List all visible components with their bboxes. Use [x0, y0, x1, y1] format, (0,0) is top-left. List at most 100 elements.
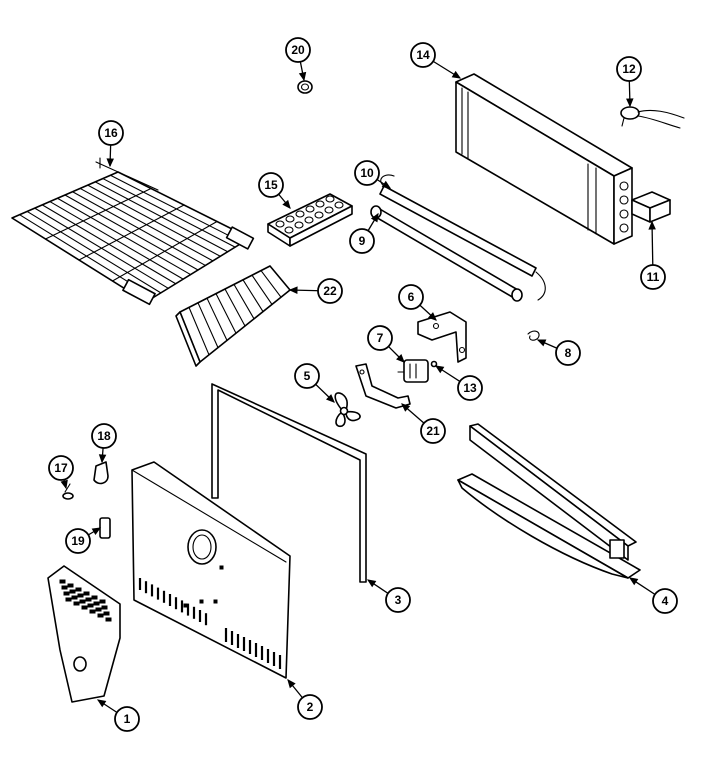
callout-circle-20 [285, 37, 311, 63]
callout-circle-1 [114, 706, 140, 732]
callout-number-18: 18 [97, 429, 111, 443]
part-18-lamp [93, 461, 109, 485]
callout-circle-5 [294, 363, 320, 389]
callout-number-6: 6 [408, 290, 415, 304]
callout-1: 1 [96, 699, 140, 732]
callout-number-11: 11 [647, 270, 660, 284]
callout-9: 9 [349, 212, 379, 254]
callout-number-5: 5 [304, 369, 311, 383]
callout-arrowhead-14 [451, 70, 462, 79]
callout-number-15: 15 [264, 178, 278, 192]
callout-number-22: 22 [323, 284, 337, 298]
callout-11: 11 [640, 220, 666, 290]
callout-circle-3 [385, 587, 411, 613]
callout-arrowhead-16 [106, 158, 114, 168]
callout-7: 7 [367, 325, 405, 363]
callout-number-4: 4 [662, 594, 669, 608]
callout-arrowhead-13 [434, 365, 445, 374]
callout-number-10: 10 [360, 166, 374, 180]
callout-14: 14 [410, 42, 462, 79]
callout-circle-22 [317, 278, 343, 304]
part-8-clip [527, 330, 540, 341]
callout-number-14: 14 [416, 48, 430, 62]
callout-arrowhead-3 [366, 579, 377, 588]
callout-arrowhead-12 [626, 98, 634, 108]
callout-number-12: 12 [622, 62, 636, 76]
callout-10: 10 [354, 160, 392, 189]
callout-arrowhead-18 [98, 454, 107, 464]
part-13-screw [430, 360, 438, 368]
callout-arrowhead-6 [427, 312, 437, 321]
callout-circle-17 [48, 455, 74, 481]
part-15-ice-tray [267, 193, 353, 247]
callout-circle-2 [297, 694, 323, 720]
callout-circle-16 [98, 120, 124, 146]
callout-circle-10 [354, 160, 380, 186]
callout-arrowhead-17 [60, 479, 68, 490]
part-21-motor-bracket [355, 363, 411, 409]
callout-arrowhead-4 [628, 577, 639, 586]
part-22-baffle [175, 265, 291, 367]
callout-arrowhead-9 [370, 212, 379, 223]
callout-arrowhead-5 [325, 394, 335, 403]
callout-2: 2 [287, 679, 323, 720]
callout-15: 15 [258, 172, 291, 209]
callout-arrowhead-19 [91, 527, 102, 536]
callout-arrowhead-20 [298, 71, 307, 82]
callout-17: 17 [48, 455, 74, 490]
part-20-nut [297, 80, 313, 94]
part-6-bracket [417, 311, 467, 363]
callout-5: 5 [294, 363, 335, 403]
callout-6: 6 [398, 284, 437, 321]
callout-circle-18 [91, 423, 117, 449]
callout-13: 13 [434, 365, 483, 401]
callout-arrowhead-11 [648, 220, 656, 230]
callout-number-13: 13 [463, 381, 477, 395]
callout-22: 22 [288, 278, 343, 304]
callout-number-7: 7 [377, 331, 384, 345]
callout-arrowhead-7 [396, 354, 405, 363]
callout-3: 3 [366, 579, 411, 613]
part-11-connector [631, 191, 671, 223]
callout-circle-14 [410, 42, 436, 68]
callout-number-3: 3 [395, 593, 402, 607]
callout-21: 21 [401, 403, 446, 444]
callout-number-19: 19 [71, 534, 85, 548]
part-7-fan-motor [397, 359, 429, 383]
callout-circle-8 [555, 340, 581, 366]
callout-number-16: 16 [104, 126, 118, 140]
part-1-control-housing [47, 565, 121, 703]
callout-circle-11 [640, 264, 666, 290]
part-5-fan-blade [334, 392, 361, 428]
part-14-evaporator [455, 73, 633, 245]
callout-number-20: 20 [291, 43, 305, 57]
callout-number-17: 17 [54, 461, 68, 475]
part-3-seal [211, 383, 367, 583]
callout-number-8: 8 [565, 346, 572, 360]
callout-16: 16 [98, 120, 124, 168]
callout-circle-12 [616, 56, 642, 82]
callout-circle-9 [349, 228, 375, 254]
callout-number-9: 9 [359, 234, 366, 248]
callout-circle-15 [258, 172, 284, 198]
callout-arrowhead-21 [401, 403, 411, 412]
callout-18: 18 [91, 423, 117, 464]
callout-8: 8 [536, 339, 581, 366]
callout-arrowhead-8 [536, 339, 547, 347]
part-4-drain-trough [457, 423, 641, 579]
part-2-rear-panel [131, 461, 291, 679]
callout-20: 20 [285, 37, 311, 82]
callout-19: 19 [65, 527, 102, 554]
callout-circle-21 [420, 418, 446, 444]
callout-number-1: 1 [124, 712, 131, 726]
callout-circle-7 [367, 325, 393, 351]
callout-number-21: 21 [426, 424, 440, 438]
callout-arrowhead-15 [282, 199, 291, 209]
part-16-wire-shelf [11, 157, 255, 306]
callout-arrowhead-1 [96, 699, 107, 708]
callout-arrowhead-22 [288, 286, 298, 294]
part-19-socket [99, 517, 111, 539]
callout-12: 12 [616, 56, 642, 108]
